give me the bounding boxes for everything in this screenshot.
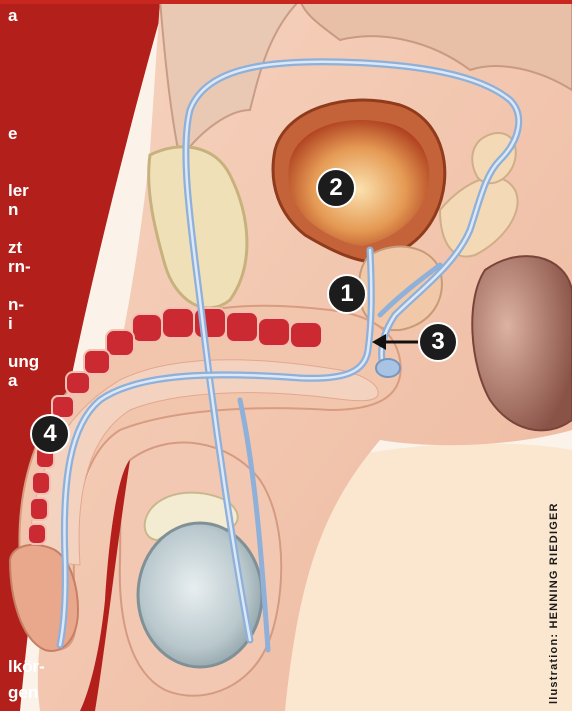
illustration-credit: llustration: HENNING RIEDIGER xyxy=(548,502,560,704)
caption-fragment: ung xyxy=(8,353,39,371)
caption-fragment: a xyxy=(8,372,17,390)
caption-fragment: ler xyxy=(8,182,29,200)
caption-fragment: a xyxy=(8,7,17,25)
caption-fragment: n xyxy=(8,201,18,219)
caption-fragment: lkör- xyxy=(8,658,45,676)
caption-fragment: rn- xyxy=(8,258,31,276)
top-border xyxy=(0,0,572,4)
marker-2: 2 xyxy=(316,168,356,208)
caption-fragment: zt xyxy=(8,239,22,257)
marker-3: 3 xyxy=(418,322,458,362)
caption-fragment: i xyxy=(8,315,13,333)
caption-fragment: n- xyxy=(8,296,24,314)
caption-fragment: e xyxy=(8,125,17,143)
marker-1: 1 xyxy=(327,274,367,314)
marker-4: 4 xyxy=(30,414,70,454)
bulbourethral-gland xyxy=(376,359,400,377)
caption-fragment: gen xyxy=(8,684,38,702)
